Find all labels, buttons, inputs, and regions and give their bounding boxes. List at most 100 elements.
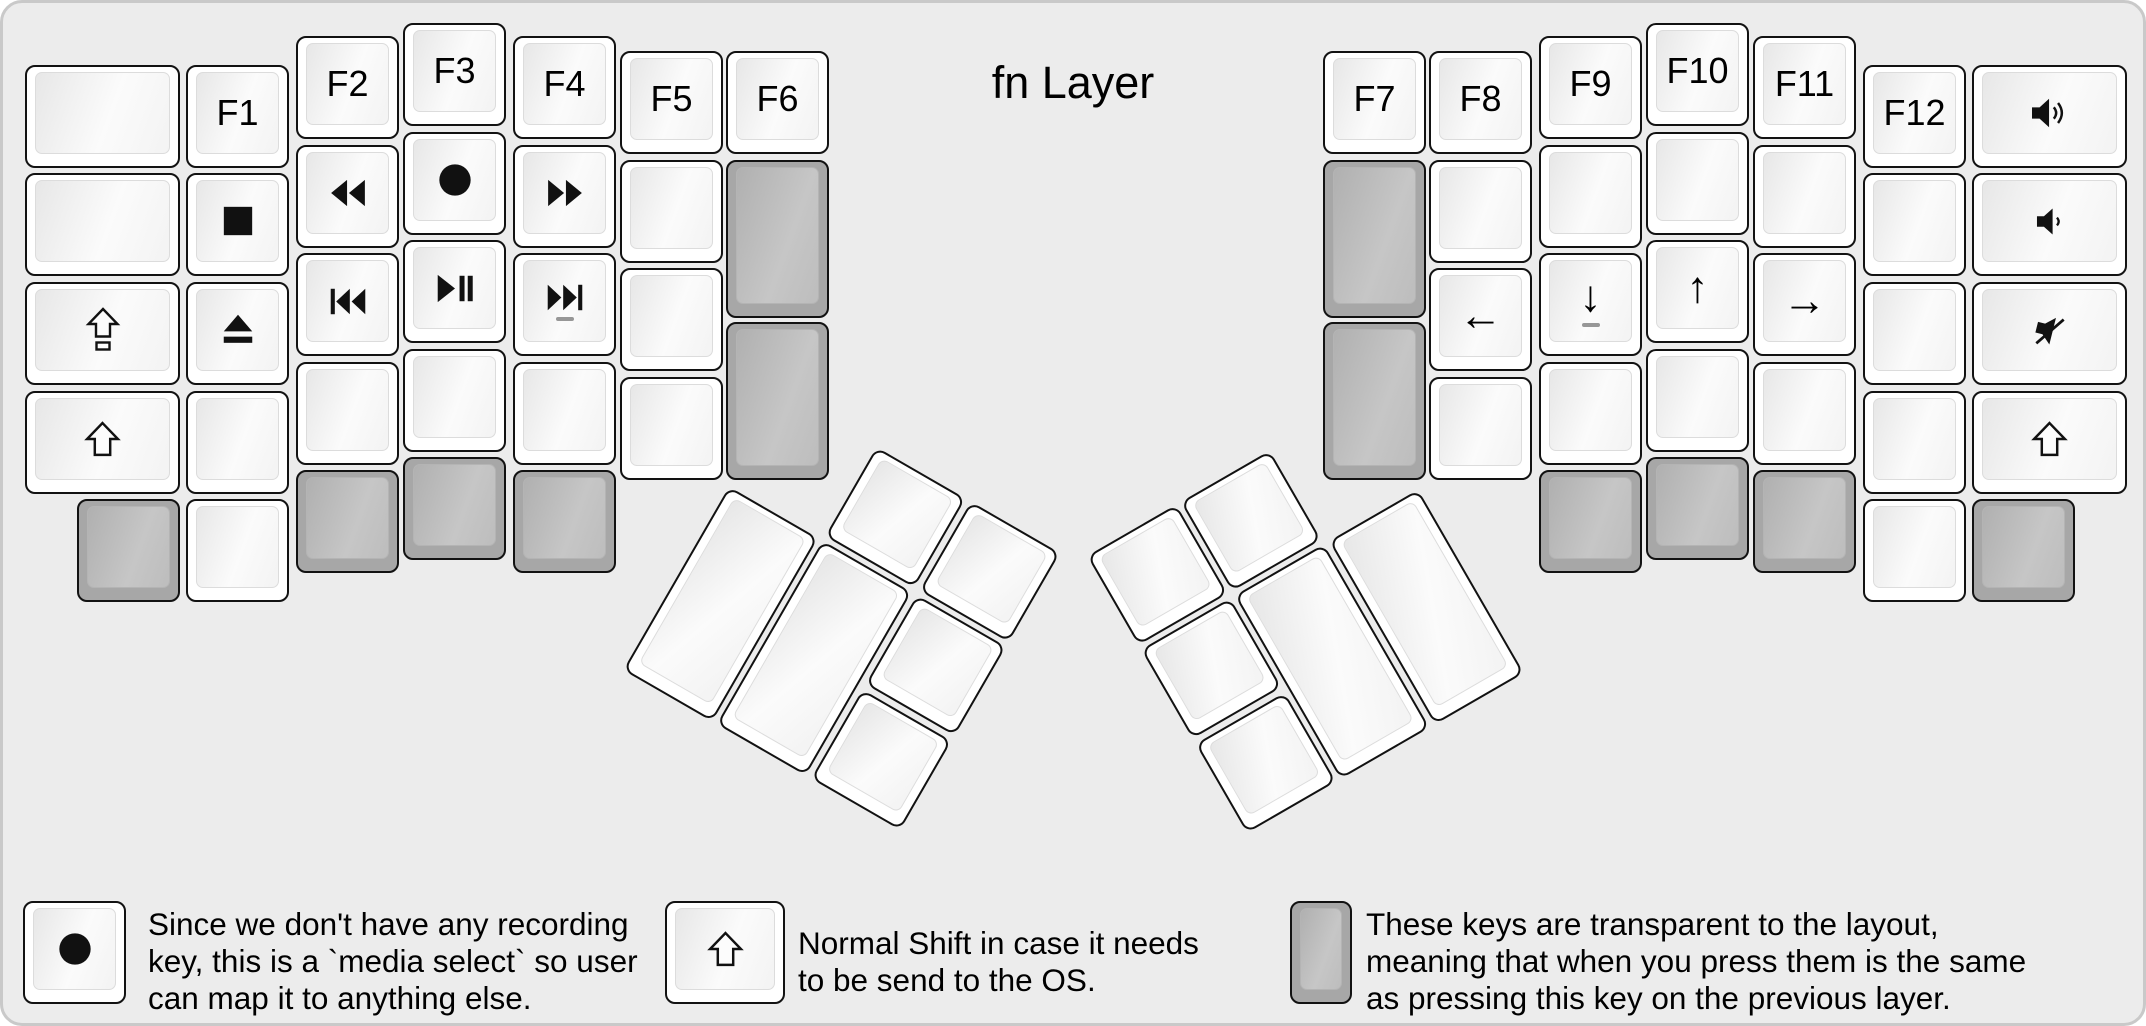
- key-volume-up[interactable]: [1972, 65, 2127, 168]
- key-arrow-up[interactable]: ↑: [1646, 240, 1749, 343]
- keycap: [87, 506, 170, 588]
- keycap: [1982, 289, 2117, 371]
- key-blank[interactable]: [403, 349, 506, 452]
- key-blank[interactable]: [186, 391, 289, 494]
- keycap: F2: [306, 43, 389, 125]
- keycap: [1873, 289, 1956, 371]
- keycap: [1656, 464, 1739, 546]
- key-prev-track[interactable]: [296, 253, 399, 356]
- key-caps-lock[interactable]: [25, 282, 180, 385]
- keycap: [413, 464, 496, 546]
- keycap: F8: [1439, 58, 1522, 140]
- key-volume-down[interactable]: [1972, 173, 2127, 276]
- key-blank[interactable]: [620, 377, 723, 480]
- key-f8[interactable]: F8: [1429, 51, 1532, 154]
- keycap: F3: [413, 30, 496, 112]
- key-transparent[interactable]: [1539, 470, 1642, 573]
- shift-icon: [84, 420, 121, 456]
- key-f4[interactable]: F4: [513, 36, 616, 139]
- keycap: ↓: [1549, 260, 1632, 342]
- keycap: [33, 908, 116, 990]
- key-record: [23, 901, 126, 1004]
- stop-icon: [223, 206, 252, 236]
- key-play-pause[interactable]: [403, 240, 506, 343]
- key-blank[interactable]: [186, 499, 289, 602]
- key-blank[interactable]: [1539, 362, 1642, 465]
- key-transparent[interactable]: [726, 322, 829, 480]
- key-blank[interactable]: [1863, 499, 1966, 602]
- keycap: [1763, 477, 1846, 559]
- key-f12[interactable]: F12: [1863, 65, 1966, 168]
- key-f7[interactable]: F7: [1323, 51, 1426, 154]
- key-blank[interactable]: [1863, 173, 1966, 276]
- keycap: [523, 369, 606, 451]
- key-f6[interactable]: F6: [726, 51, 829, 154]
- key-arrow-right[interactable]: →: [1753, 253, 1856, 356]
- keycap: [1333, 329, 1416, 466]
- keycap: [1656, 356, 1739, 438]
- key-blank[interactable]: [1539, 145, 1642, 248]
- keycap: [35, 72, 170, 154]
- key-blank[interactable]: [296, 362, 399, 465]
- key-blank[interactable]: [1646, 132, 1749, 235]
- key-f2[interactable]: F2: [296, 36, 399, 139]
- key-label: ↓: [1579, 272, 1602, 321]
- key-transparent[interactable]: [1972, 499, 2075, 602]
- key-arrow-down[interactable]: ↓: [1539, 253, 1642, 356]
- key-fast-forward[interactable]: [513, 145, 616, 248]
- key-shift[interactable]: [1972, 391, 2127, 494]
- key-blank[interactable]: [513, 362, 616, 465]
- key-blank[interactable]: [620, 160, 723, 263]
- keycap: →: [1763, 260, 1846, 342]
- key-blank[interactable]: [1753, 145, 1856, 248]
- key-stop[interactable]: [186, 173, 289, 276]
- key-transparent[interactable]: [403, 457, 506, 560]
- key-volume-mute[interactable]: [1972, 282, 2127, 385]
- keycap: F5: [630, 58, 713, 140]
- keycap: [413, 139, 496, 221]
- key-record[interactable]: [403, 132, 506, 235]
- key-label: ←: [1458, 291, 1503, 340]
- key-f3[interactable]: F3: [403, 23, 506, 126]
- keycap: [840, 458, 954, 571]
- key-label: F1: [216, 92, 259, 133]
- key-blank[interactable]: [1429, 160, 1532, 263]
- key-blank[interactable]: [25, 65, 180, 168]
- key-f1[interactable]: F1: [186, 65, 289, 168]
- key-transparent[interactable]: [1753, 470, 1856, 573]
- key-transparent[interactable]: [296, 470, 399, 573]
- key-blank[interactable]: [1646, 349, 1749, 452]
- key-label: F7: [1353, 78, 1396, 119]
- key-transparent[interactable]: [726, 160, 829, 318]
- key-label: F8: [1459, 78, 1502, 119]
- key-blank[interactable]: [1863, 282, 1966, 385]
- key-next-track[interactable]: [513, 253, 616, 356]
- key-rewind[interactable]: [296, 145, 399, 248]
- keycap: [1192, 461, 1306, 575]
- keycap: [196, 180, 279, 262]
- key-blank[interactable]: [25, 173, 180, 276]
- key-shift: [665, 901, 785, 1004]
- key-f9[interactable]: F9: [1539, 36, 1642, 139]
- key-f10[interactable]: F10: [1646, 23, 1749, 126]
- key-transparent[interactable]: [513, 470, 616, 573]
- key-arrow-left[interactable]: ←: [1429, 268, 1532, 371]
- keycap: [1300, 908, 1342, 990]
- key-blank[interactable]: [1863, 391, 1966, 494]
- key-transparent[interactable]: [1646, 457, 1749, 560]
- keycap: [1873, 180, 1956, 262]
- key-transparent[interactable]: [77, 499, 180, 602]
- key-f5[interactable]: F5: [620, 51, 723, 154]
- keycap: [1982, 180, 2117, 262]
- key-f11[interactable]: F11: [1753, 36, 1856, 139]
- key-blank[interactable]: [1753, 362, 1856, 465]
- volume-mute-icon: [2034, 317, 2065, 344]
- key-transparent[interactable]: [1323, 160, 1426, 318]
- key-transparent[interactable]: [1323, 322, 1426, 480]
- key-shift[interactable]: [25, 391, 180, 494]
- key-blank[interactable]: [1429, 377, 1532, 480]
- key-eject[interactable]: [186, 282, 289, 385]
- key-blank[interactable]: [620, 268, 723, 371]
